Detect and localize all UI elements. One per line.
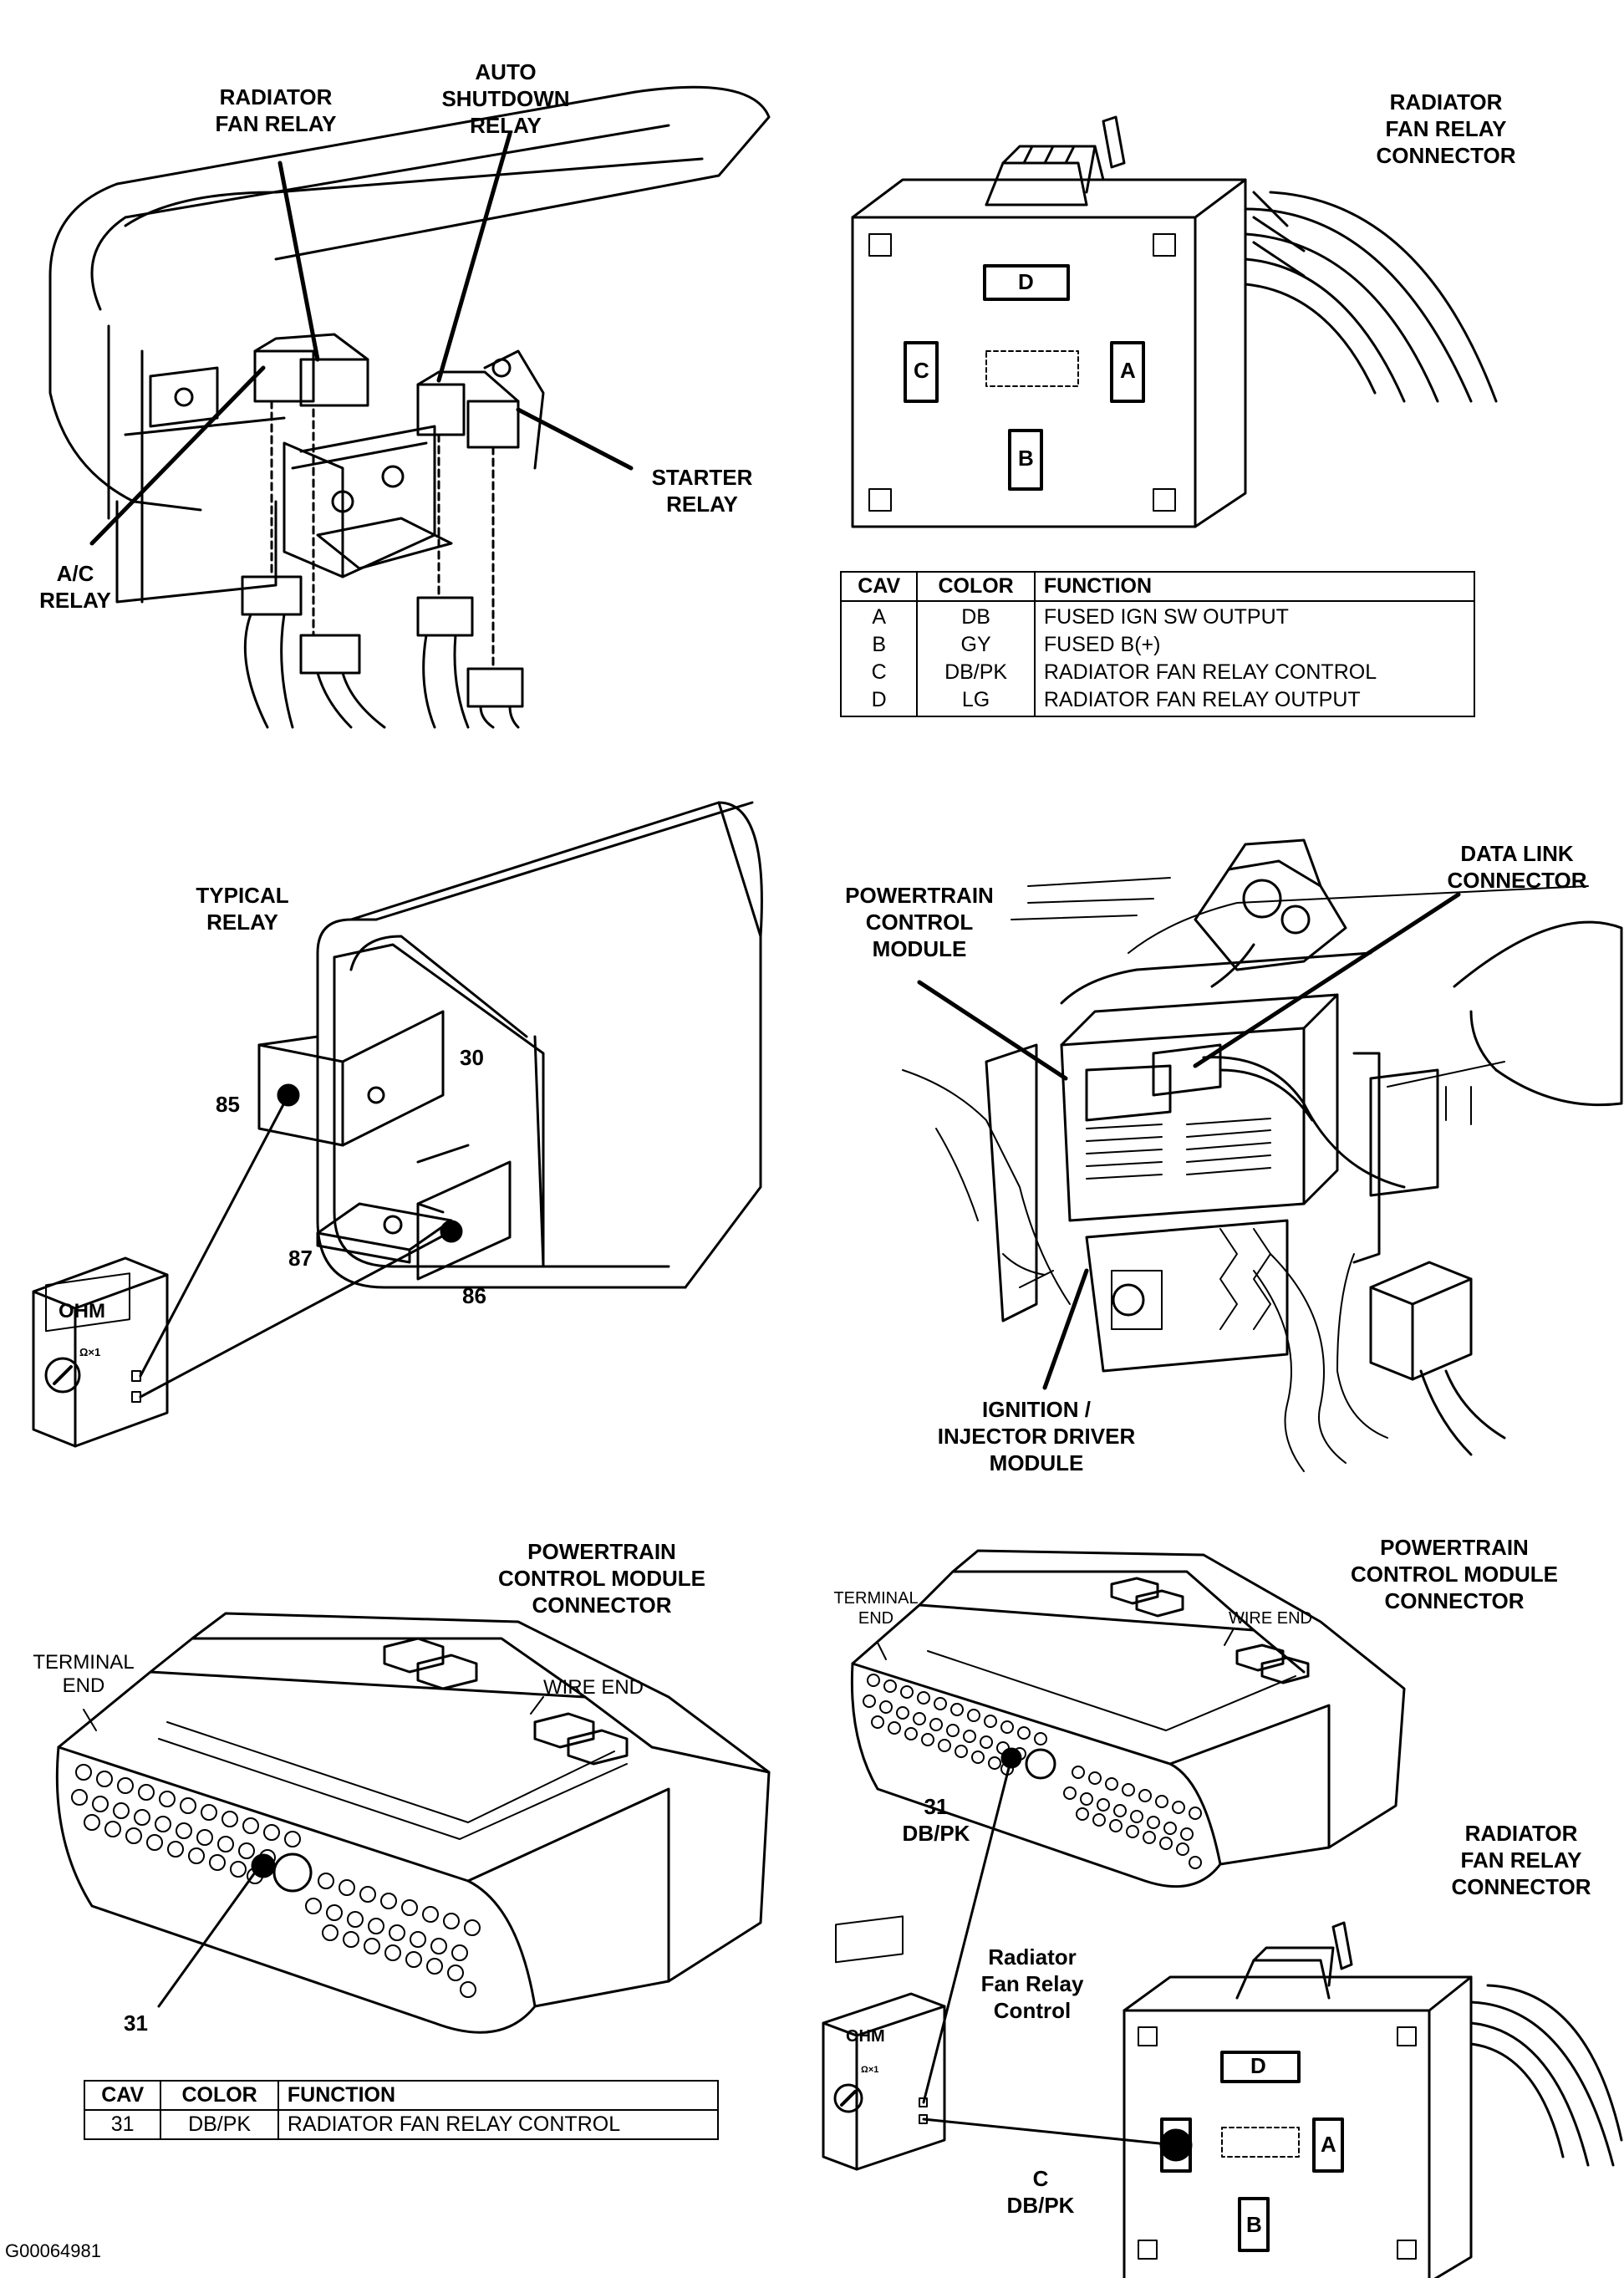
pcm-connector-illustration [55,1612,771,2034]
cav-cell: 31 [83,2109,162,2140]
pcm-fan-relay-test-illustration [822,1549,1623,2278]
col-cav: CAV [839,571,919,602]
terminal-30-label: 30 [460,1045,484,1070]
col-function: FUNCTION [1033,571,1476,602]
col-cav: CAV [83,2080,162,2111]
color-cell: DB/PK [160,2109,279,2140]
pcm-connector-table: CAV COLOR FUNCTION 31 DB/PK RADIATOR FAN… [83,2080,720,2140]
figure-code: G00064981 [5,2240,101,2261]
cavity-b-label-2: B [1246,2212,1262,2237]
col-function: FUNCTION [277,2080,720,2111]
col-color: COLOR [160,2080,279,2111]
label-wire-end: WIRE END [543,1676,644,1699]
col-color: COLOR [916,571,1036,602]
fan-relay-connector-illustration [851,115,1498,528]
ohmmeter-range: Ω×1 [79,1346,101,1358]
pcm-location-illustration [902,838,1623,1472]
cavity-b-label: B [1018,446,1034,471]
pcm-pin-array-right [305,1873,481,1998]
cavity-a-label: A [1120,358,1136,383]
ohmmeter-range-2: Ω×1 [861,2065,879,2075]
terminal-86-label: 86 [462,1283,486,1308]
terminal-87-label: 87 [288,1246,313,1271]
typical-relay-illustration [32,801,763,1448]
cavity-c-label: C [914,358,929,383]
ohmmeter-display-2: OHM [846,2027,885,2046]
pin-31-label: 31 [124,2010,148,2036]
ohmmeter-display: OHM [59,1300,105,1322]
cavity-d-label-2: D [1250,2053,1266,2078]
cavity-a-label-2: A [1321,2132,1336,2157]
cavity-d-label: D [1018,269,1034,294]
terminal-85-label: 85 [216,1092,240,1117]
relay-bank-illustration [48,85,771,729]
function-cell: RADIATOR FAN RELAY CONTROL [277,2109,720,2140]
label-wire-end-2: WIRE END [1229,1609,1312,1628]
